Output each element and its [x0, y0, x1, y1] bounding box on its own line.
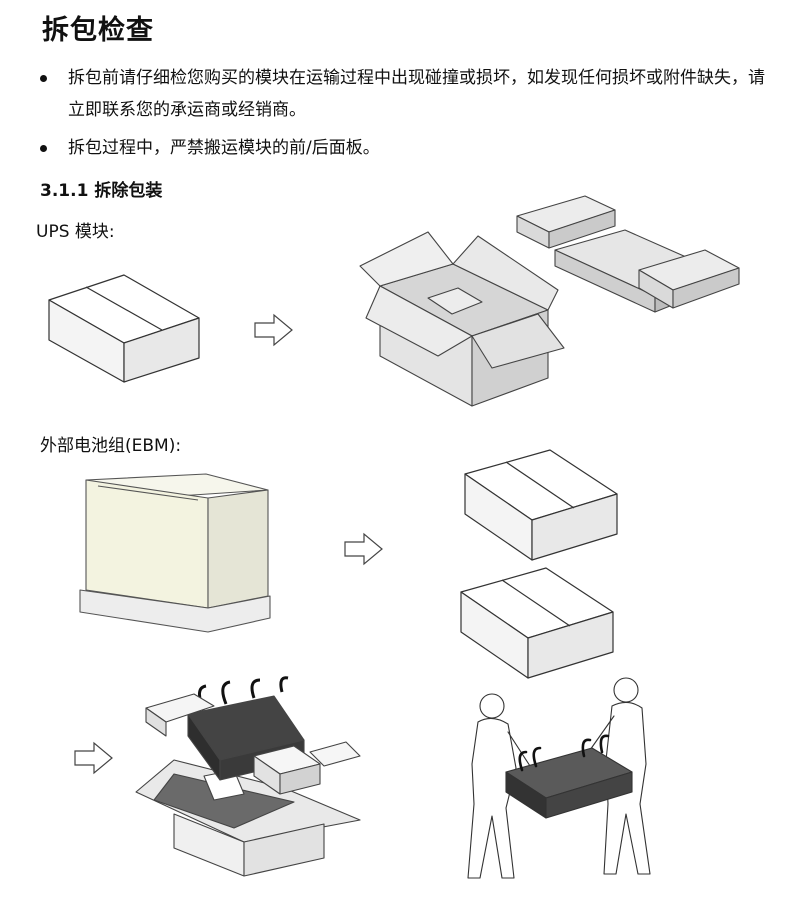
bullet-item: 拆包过程中，严禁搬运模块的前/后面板。 [40, 132, 780, 164]
open-box-with-batteries-illustration [135, 676, 361, 877]
closed-box-illustration [48, 274, 200, 383]
closed-box-illustration [460, 567, 614, 679]
page-title: 拆包检查 [42, 15, 154, 46]
two-people-lifting-battery-illustration [467, 677, 651, 879]
bullet-item: 拆包前请仔细检您购买的模块在运输过程中出现碰撞或损坏，如发现任何损坏或附件缺失，… [40, 62, 780, 126]
ups-module-label: UPS 模块: [36, 222, 115, 242]
hollow-right-arrow-icon [344, 532, 383, 566]
closed-box-illustration [464, 449, 618, 561]
ebm-crate-on-pallet-illustration [79, 473, 271, 633]
bullet-list: 拆包前请仔细检您购买的模块在运输过程中出现碰撞或损坏，如发现任何损坏或附件缺失，… [40, 62, 780, 164]
ups-module-with-foam-illustration [516, 195, 740, 313]
hollow-right-arrow-icon [254, 313, 293, 347]
ebm-label: 外部电池组(EBM): [40, 436, 182, 456]
subsection-title: 3.1.1 拆除包装 [40, 181, 163, 201]
open-box-illustration [359, 231, 565, 407]
hollow-right-arrow-icon [74, 741, 113, 775]
